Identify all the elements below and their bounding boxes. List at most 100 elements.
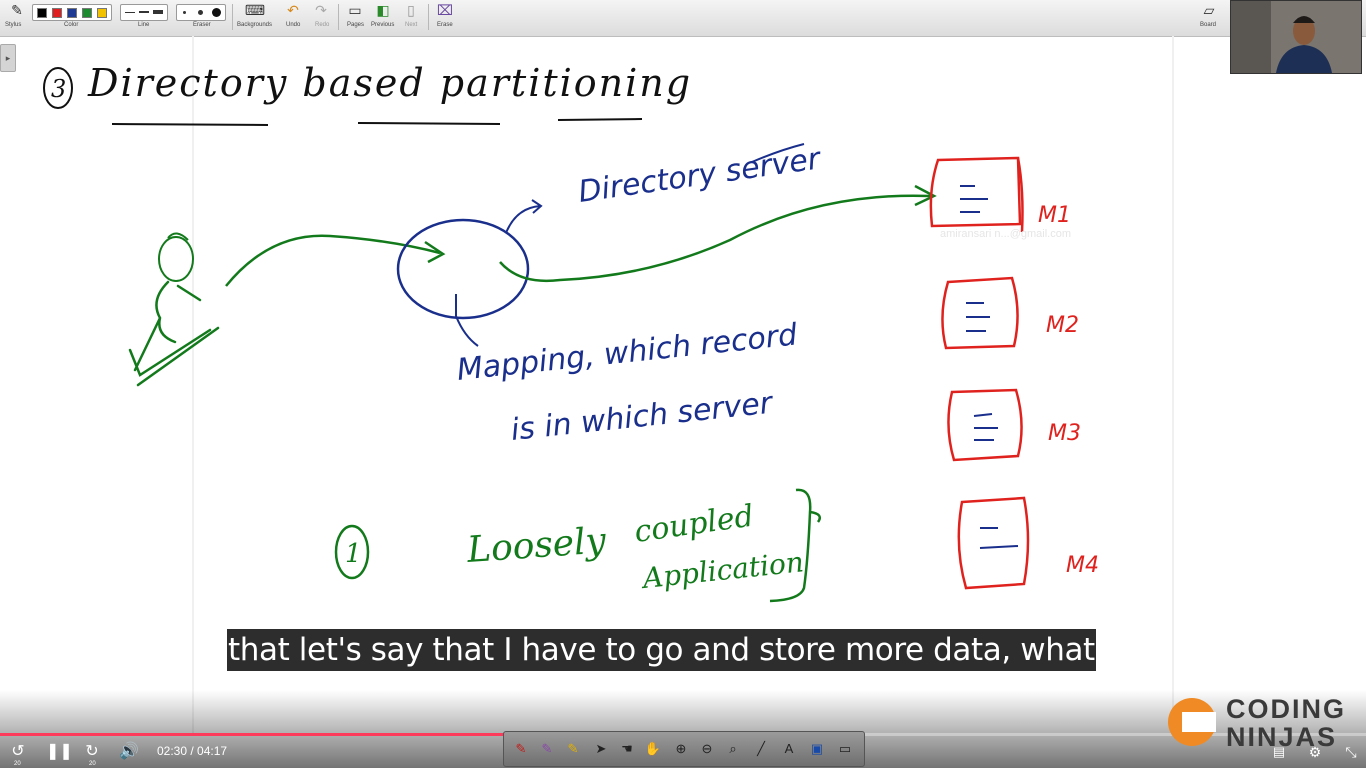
skip-back-seconds: 20 (14, 761, 21, 767)
volume-button[interactable]: 🔊 (118, 740, 140, 764)
forward-icon: ↻ (85, 743, 99, 760)
heading-number: 3 (51, 75, 66, 103)
board-icon: ▱ (1203, 2, 1215, 18)
mapping-pointer (455, 294, 479, 347)
user-body (128, 280, 220, 387)
hand-icon[interactable]: ☚ (621, 741, 633, 756)
next-page-button[interactable]: ▯ Next (396, 0, 426, 32)
skip-forward-seconds: 20 (89, 761, 96, 767)
side-panel-toggle[interactable]: ▸ (0, 44, 16, 72)
eraser-large-icon[interactable] (212, 8, 221, 17)
page-guide-right (1172, 36, 1174, 736)
color-yellow[interactable] (97, 8, 107, 18)
machine-label-m2: M2 (1046, 313, 1079, 338)
erase-button[interactable]: ⌧ Erase (430, 0, 460, 32)
color-picker[interactable] (32, 4, 112, 21)
next-page-icon: ▯ (407, 2, 415, 18)
directory-label-pointer (505, 199, 543, 234)
fullscreen-button[interactable]: ⤡ (1340, 740, 1362, 764)
user-head (158, 236, 194, 282)
brace (769, 488, 821, 603)
coding-ninjas-logo: CODING NINJAS (1168, 694, 1358, 752)
eraser-label: Eraser (193, 22, 211, 28)
pages-label: Pages (347, 22, 365, 28)
marker-icon[interactable]: ✎ (541, 741, 553, 756)
undo-label: Undo (286, 22, 301, 28)
zoom-in-icon[interactable]: ⊕ (675, 741, 687, 756)
line-tool-icon[interactable]: ╱ (757, 741, 765, 756)
eraser-medium-icon[interactable] (198, 10, 203, 15)
heading-underline (111, 118, 643, 126)
eraser-small-icon[interactable] (183, 11, 186, 14)
volume-icon: 🔊 (119, 743, 139, 760)
captions-button[interactable]: ▤ (1268, 740, 1290, 764)
logo-line1: CODING (1226, 694, 1346, 724)
pages-button[interactable]: ▭ Pages (340, 0, 370, 32)
erase-all-icon: ⌧ (436, 2, 454, 18)
whiteboard-icon[interactable]: ▭ (838, 741, 852, 756)
loosely-text: Loosely (465, 520, 608, 571)
highlighter-icon[interactable]: ✎ (567, 741, 579, 756)
user-hair (167, 232, 189, 241)
coupled-text: coupled (632, 499, 756, 550)
board-button[interactable]: ▱ Board (1194, 0, 1224, 32)
pointer-icon[interactable]: ➤ (595, 741, 607, 756)
line-width-picker[interactable] (120, 4, 168, 21)
skip-forward-button[interactable]: ↻ 20 (80, 740, 104, 767)
page-guide-left (192, 36, 194, 736)
rewind-icon: ↺ (11, 743, 25, 760)
backgrounds-label: Backgrounds (237, 22, 273, 28)
directory-server-node (396, 218, 530, 320)
text-tool-icon[interactable]: A (784, 741, 794, 756)
previous-page-button[interactable]: ◧ Previous (368, 0, 398, 32)
pause-button[interactable]: ❚❚ (46, 740, 73, 764)
subtitle-caption: that let's say that I have to go and sto… (227, 629, 1096, 671)
screen-icon[interactable]: ▣ (810, 741, 824, 756)
presenter-video (1231, 1, 1361, 73)
email-watermark: amiransari n...@gmail.com (940, 228, 1071, 240)
spotlight-icon[interactable]: ⌕ (729, 741, 737, 756)
undo-button[interactable]: ↶ Undo (278, 0, 308, 32)
machine-m2: M2 (941, 276, 1079, 350)
mapping-line2: is in which server (509, 386, 775, 448)
line-thin-icon[interactable] (125, 12, 135, 13)
machine-m4: M4 (957, 496, 1099, 590)
color-black[interactable] (37, 8, 47, 18)
toolbar-divider (232, 4, 233, 30)
pause-icon: ❚❚ (46, 743, 73, 760)
line-label: Line (138, 22, 150, 28)
route-arrow (499, 194, 931, 283)
previous-page-icon: ◧ (376, 2, 390, 18)
skip-back-button[interactable]: ↺ 20 (6, 740, 30, 767)
request-arrowhead (424, 240, 446, 264)
undo-icon: ↶ (287, 2, 299, 18)
pen-icon[interactable]: ✎ (515, 741, 527, 756)
toolbar-divider (338, 4, 339, 30)
color-blue[interactable] (67, 8, 77, 18)
board-label: Board (1200, 22, 1217, 28)
machine-label-m3: M3 (1048, 421, 1081, 446)
redo-icon: ↷ (315, 2, 327, 18)
server-underline (751, 143, 805, 163)
zoom-out-icon[interactable]: ⊖ (701, 741, 713, 756)
redo-label: Redo (315, 22, 330, 28)
point-number-circle (334, 524, 370, 580)
color-red[interactable] (52, 8, 62, 18)
backgrounds-button[interactable]: ⌨ Backgrounds (237, 0, 273, 32)
time-display: 02:30 / 04:17 (157, 744, 228, 758)
keyboard-icon: ⌨ (244, 2, 266, 18)
stylus-label: Stylus (5, 22, 22, 28)
toolbar-divider (428, 4, 429, 30)
fullscreen-exit-icon: ⤡ (1345, 744, 1357, 760)
line-thick-icon[interactable] (153, 10, 163, 14)
line-medium-icon[interactable] (139, 11, 149, 13)
stylus-button[interactable]: ✎ Stylus (2, 0, 32, 32)
mapping-line1: Mapping, which record (455, 317, 800, 388)
previous-label: Previous (371, 22, 395, 28)
redo-button[interactable]: ↷ Redo (306, 0, 336, 32)
color-green[interactable] (82, 8, 92, 18)
eraser-size-picker[interactable] (176, 4, 226, 21)
grab-icon[interactable]: ✋ (644, 741, 662, 756)
settings-button[interactable]: ⚙ (1304, 740, 1326, 764)
